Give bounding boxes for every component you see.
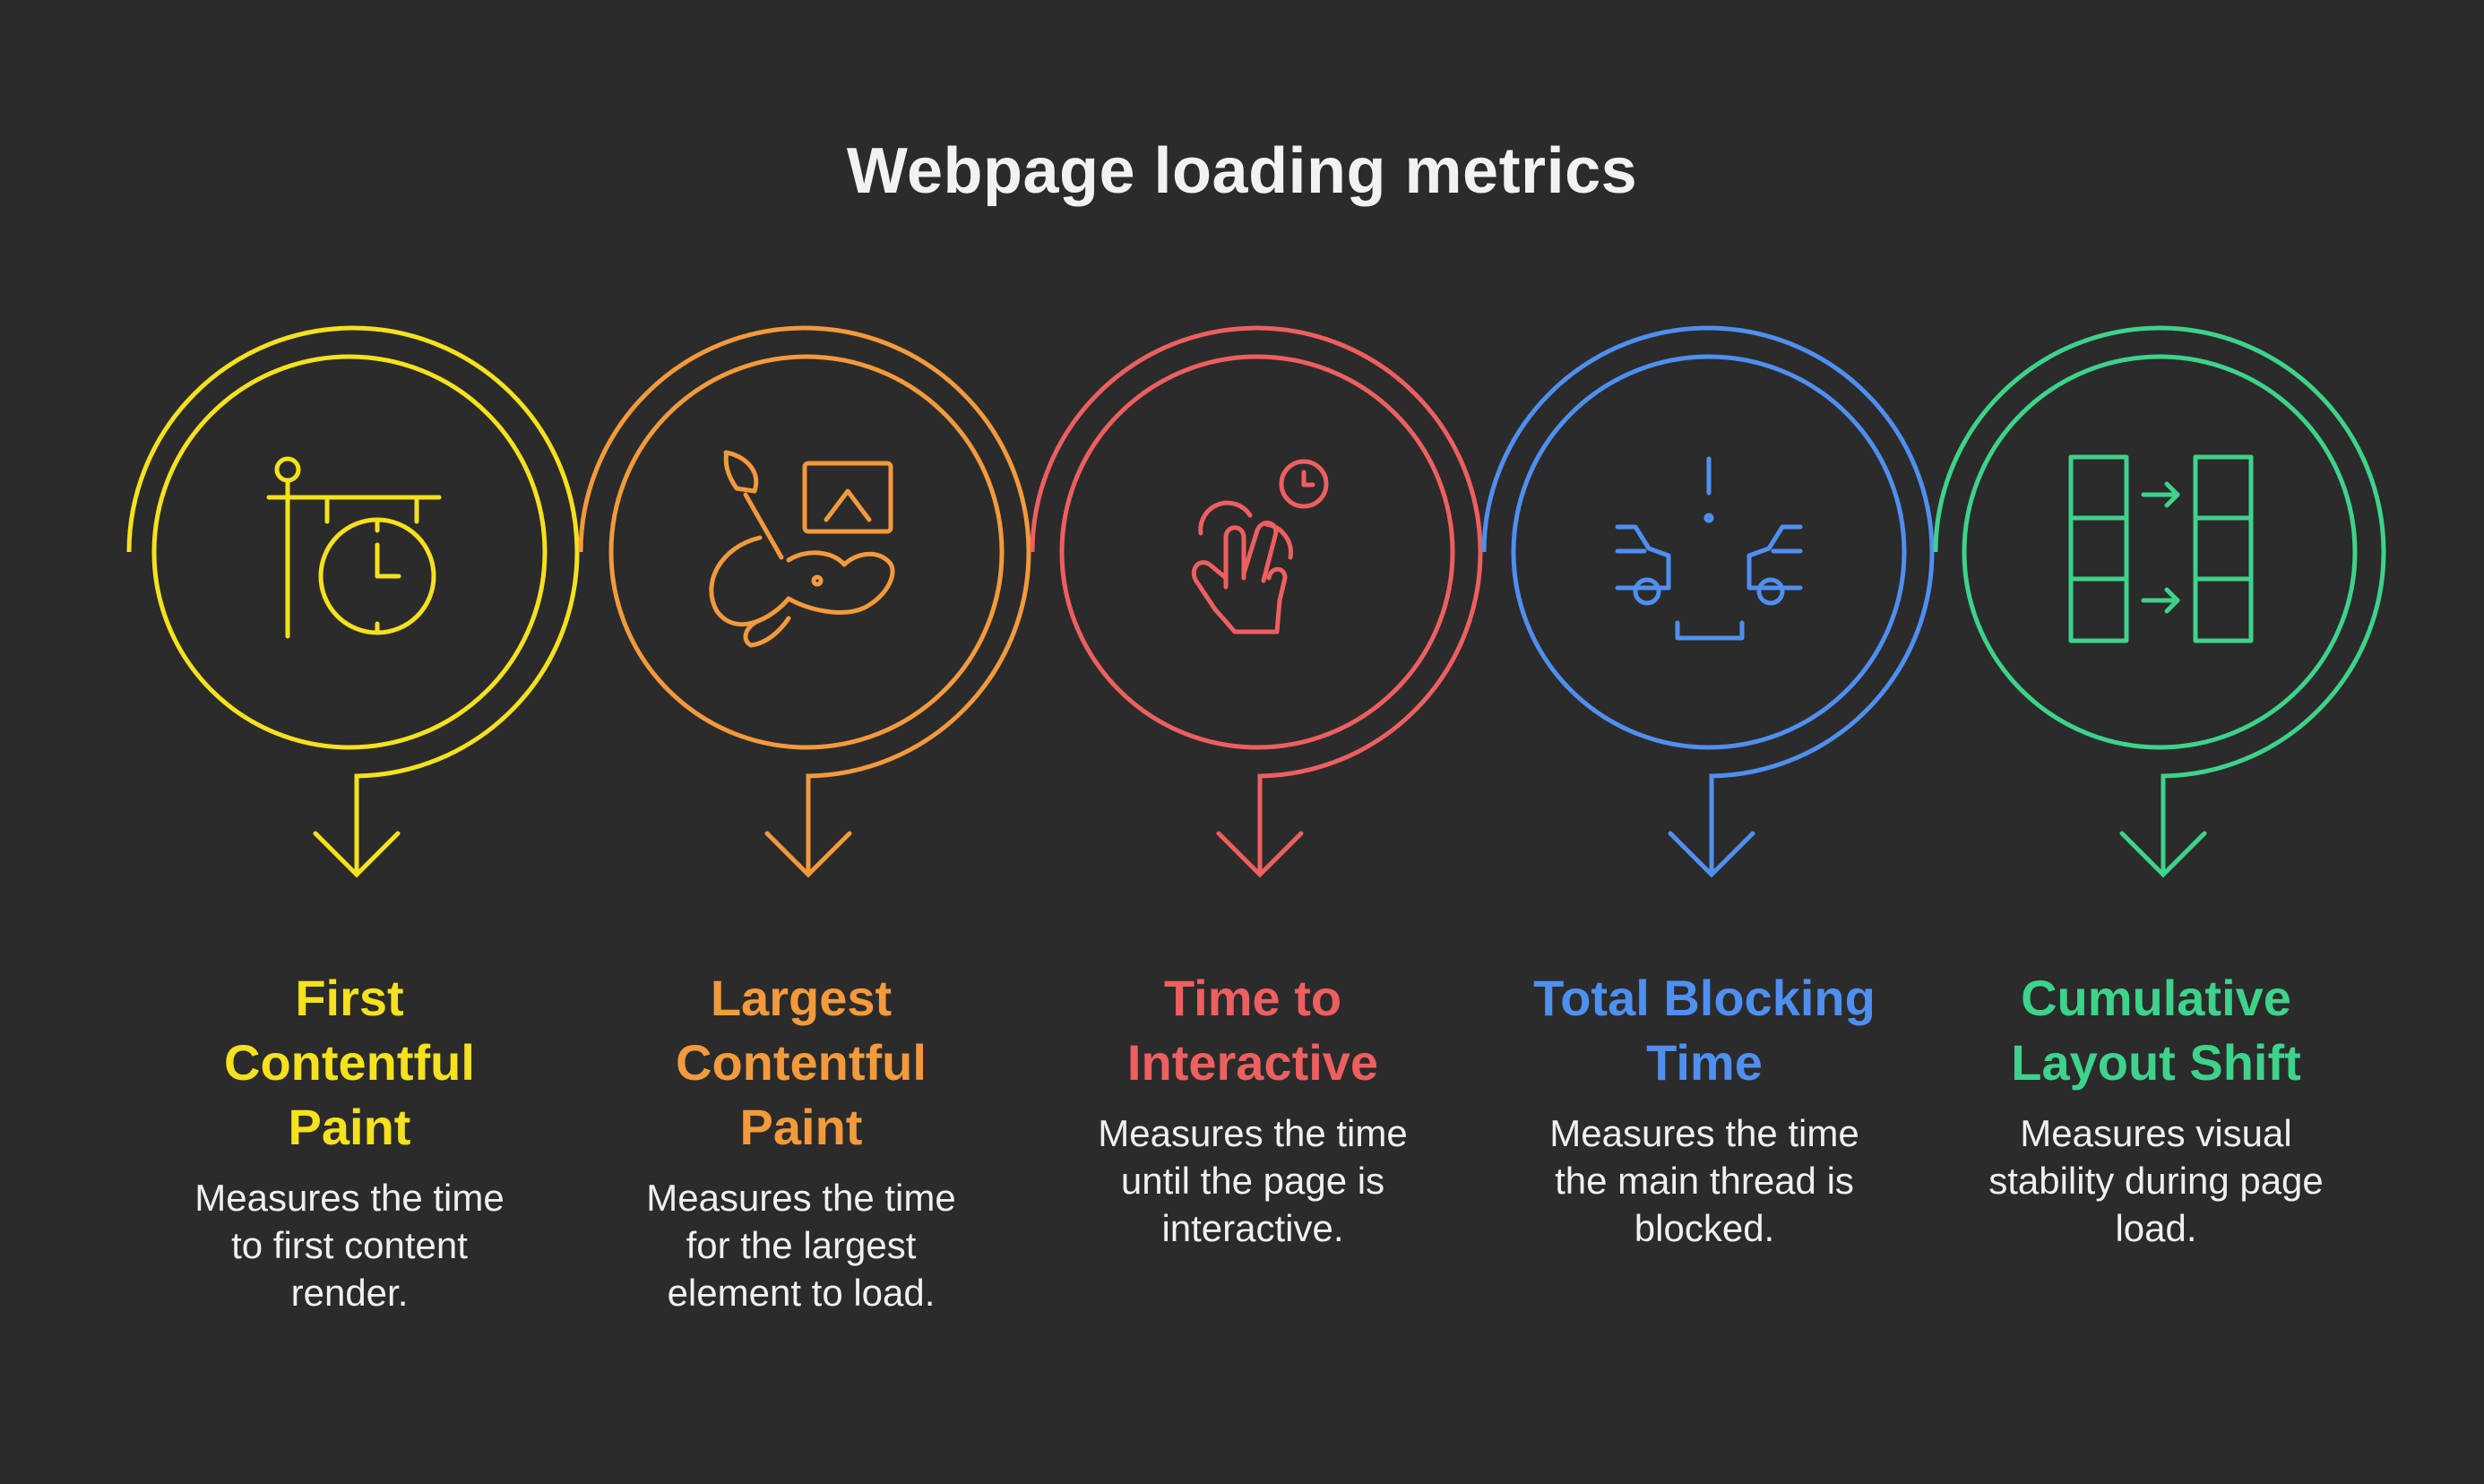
arrow-ring bbox=[1933, 325, 2386, 874]
inner-circle bbox=[608, 354, 1005, 750]
metric-cumulative-layout-shift: Cumulative Layout Shift Measures visual … bbox=[1959, 966, 2353, 1252]
arrow-head bbox=[764, 831, 852, 878]
arrow-head bbox=[1668, 831, 1755, 878]
paintbrush-elephant-image-icon bbox=[709, 450, 895, 648]
metric-title: Cumulative Layout Shift bbox=[2011, 970, 2301, 1091]
arrow-ring bbox=[578, 325, 1031, 874]
metric-description: Measures the time for the largest elemen… bbox=[646, 1177, 956, 1314]
stage-largest-contentful-paint bbox=[578, 325, 1031, 878]
stage-cumulative-layout-shift bbox=[1933, 325, 2386, 878]
diagram-title: Webpage loading metrics bbox=[846, 135, 1638, 207]
signpost-clock-icon bbox=[266, 456, 442, 639]
metric-largest-contentful-paint: Largest Contentful Paint Measures the ti… bbox=[604, 966, 998, 1316]
arrow-head bbox=[313, 831, 401, 878]
arrow-ring bbox=[1481, 325, 1935, 874]
metric-description: Measures the time the main thread is blo… bbox=[1549, 1112, 1859, 1249]
metric-title: Total Blocking Time bbox=[1533, 970, 1876, 1091]
metric-title: Largest Contentful Paint bbox=[676, 970, 927, 1155]
metric-first-contentful-paint: First Contentful Paint Measures the time… bbox=[152, 966, 547, 1316]
metric-time-to-interactive: Time to Interactive Measures the time un… bbox=[1056, 966, 1450, 1252]
metric-description: Measures the time until the page is inte… bbox=[1098, 1112, 1408, 1249]
arrow-ring bbox=[126, 325, 580, 874]
metric-total-blocking-time: Total Blocking Time Measures the time th… bbox=[1507, 966, 1902, 1252]
stage-first-contentful-paint bbox=[126, 325, 580, 878]
blocked-cars-icon bbox=[1615, 456, 1803, 641]
inner-circle bbox=[1511, 354, 1907, 750]
stage-total-blocking-time bbox=[1481, 325, 1935, 878]
metric-description: Measures visual stability during page lo… bbox=[1988, 1112, 2324, 1249]
arrow-head bbox=[1216, 831, 1304, 878]
arrow-ring bbox=[1030, 325, 1483, 874]
metric-description: Measures the time to first content rende… bbox=[194, 1177, 505, 1314]
inner-circle bbox=[151, 354, 548, 750]
inner-circle bbox=[1059, 354, 1455, 750]
arrow-head bbox=[2119, 831, 2207, 878]
hand-tap-clock-icon bbox=[1191, 459, 1329, 634]
layout-shift-blocks-icon bbox=[2068, 454, 2254, 643]
stage-time-to-interactive bbox=[1030, 325, 1483, 878]
metric-title: Time to Interactive bbox=[1126, 970, 1379, 1091]
inner-circle bbox=[1962, 354, 2358, 750]
metric-title: First Contentful Paint bbox=[224, 970, 475, 1155]
